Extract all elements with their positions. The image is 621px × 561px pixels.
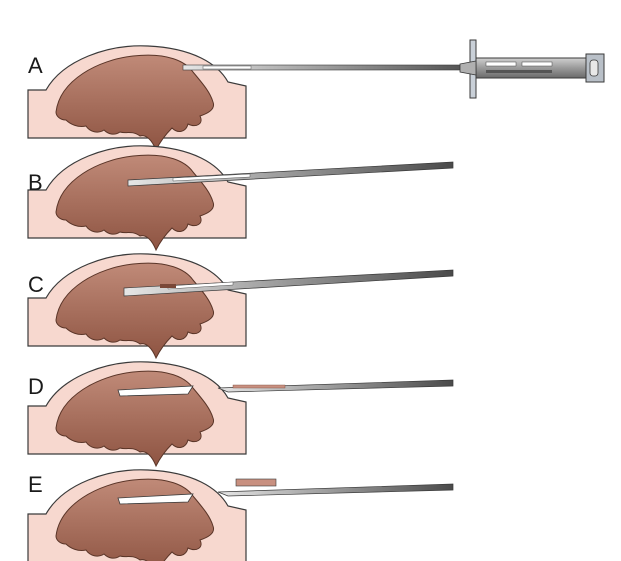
panel-b (27, 145, 454, 251)
tissue-core-d (232, 384, 286, 389)
panel-a (27, 39, 605, 151)
panel-label-b: B (28, 170, 43, 195)
panel-label-e: E (28, 472, 43, 497)
tissue-block-a (27, 45, 247, 151)
panel-label-d: D (28, 374, 44, 399)
needle-c (123, 269, 454, 297)
needle-notch-b (172, 173, 251, 182)
biopsy-gun (459, 39, 605, 99)
needle-slot-a (202, 65, 252, 70)
biopsy-tract-e (117, 493, 194, 505)
panel-e (27, 469, 454, 561)
tissue-block-e (27, 469, 247, 561)
biopsy-tract-d (117, 385, 194, 397)
panel-label-c: C (28, 272, 44, 297)
tissue-block-d (27, 361, 247, 467)
needle-e (217, 483, 454, 497)
tissue-core-e (235, 478, 277, 487)
tissue-block-b (27, 145, 247, 251)
needle-d (217, 379, 454, 393)
panel-d (27, 361, 454, 467)
panel-c (27, 253, 454, 359)
tissue-block-c (27, 253, 247, 359)
panel-label-a: A (28, 53, 43, 78)
needle-b (127, 161, 454, 187)
tissue-core-c (160, 284, 176, 288)
